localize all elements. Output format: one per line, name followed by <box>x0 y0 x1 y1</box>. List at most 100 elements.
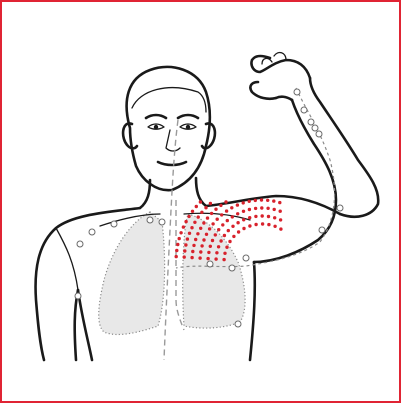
treatment-dot <box>197 215 200 218</box>
acupoint <box>243 255 249 261</box>
treatment-dot <box>186 237 189 240</box>
treatment-dot <box>209 202 212 205</box>
treatment-dot <box>210 212 213 215</box>
acupoint <box>75 293 81 299</box>
mouth <box>158 162 186 165</box>
treatment-dot <box>222 258 225 261</box>
treatment-dot <box>230 206 233 209</box>
treatment-dot <box>206 216 209 219</box>
treatment-dot <box>228 240 231 243</box>
treatment-dot <box>223 252 226 255</box>
treatment-dot <box>225 209 228 212</box>
trachea-line <box>176 200 184 330</box>
treatment-dot <box>260 198 263 201</box>
treatment-dot <box>202 238 205 241</box>
treatment-dot <box>267 215 270 218</box>
treatment-dot <box>206 257 209 260</box>
treatment-dot <box>214 208 217 211</box>
treatment-dot <box>196 232 199 235</box>
left-eyebrow <box>178 115 198 118</box>
treatment-dot <box>231 225 234 228</box>
treatment-dot <box>267 223 270 226</box>
treatment-dot <box>175 255 178 258</box>
treatment-dot <box>207 251 210 254</box>
treatment-dot <box>248 216 251 219</box>
acupoint <box>229 265 235 271</box>
treatment-dot <box>204 206 207 209</box>
treatment-dot <box>179 231 182 234</box>
treatment-dot <box>273 208 276 211</box>
right-arm-inner <box>75 290 78 360</box>
left-arm-inner <box>254 100 336 262</box>
treatment-dot <box>220 213 223 216</box>
treatment-dot <box>279 227 282 230</box>
treatment-dot <box>214 233 217 236</box>
treatment-dot <box>209 245 212 248</box>
acupoint <box>301 107 307 113</box>
right-eyebrow <box>146 115 166 118</box>
treatment-dot <box>211 222 214 225</box>
left-arm-outer <box>310 78 378 217</box>
treatment-dot <box>195 205 198 208</box>
lungs <box>99 212 245 334</box>
treatment-dot <box>193 221 196 224</box>
treatment-dot <box>266 199 269 202</box>
head-outline <box>127 67 210 190</box>
acupoint <box>308 119 314 125</box>
treatment-dot <box>217 245 220 248</box>
left-forearm <box>276 97 292 100</box>
treatment-dot <box>236 212 239 215</box>
treatment-dot <box>191 250 194 253</box>
right-pupil <box>154 125 158 129</box>
left-fingers <box>262 53 286 64</box>
hairline <box>132 88 206 112</box>
treatment-dot <box>242 201 245 204</box>
treatment-dot <box>217 228 220 231</box>
treatment-dot <box>200 211 203 214</box>
acupoint <box>316 131 322 137</box>
treatment-dot <box>273 216 276 219</box>
treatment-dot <box>216 218 219 221</box>
acupoint <box>159 219 165 225</box>
acupoint <box>77 241 83 247</box>
treatment-dot <box>273 225 276 228</box>
treatment-dot <box>231 215 234 218</box>
treatment-dot <box>236 203 239 206</box>
treatment-dot <box>254 199 257 202</box>
treatment-dot <box>214 257 217 260</box>
treatment-dot <box>254 215 257 218</box>
treatment-dot <box>199 200 202 203</box>
treatment-dot <box>200 244 203 247</box>
treatment-dot <box>279 218 282 221</box>
treatment-dot <box>211 239 214 242</box>
treatment-dot <box>254 223 257 226</box>
treatment-dot <box>261 222 264 225</box>
right-deltoid <box>56 228 78 290</box>
treatment-dot <box>227 229 230 232</box>
treatment-dot <box>266 207 269 210</box>
acupoint <box>147 217 153 223</box>
treatment-dot <box>242 227 245 230</box>
acupoint <box>312 125 318 131</box>
acupoint <box>235 321 241 327</box>
treatment-dot <box>248 224 251 227</box>
treatment-dot <box>219 239 222 242</box>
treatment-dot <box>226 219 229 222</box>
acupoint <box>207 261 213 267</box>
treatment-dot <box>248 200 251 203</box>
treatment-dot <box>232 235 235 238</box>
treatment-dot <box>279 210 282 213</box>
torso-left-side <box>250 262 255 360</box>
acupoint <box>319 227 325 233</box>
treatment-dot <box>205 233 208 236</box>
treatment-dot <box>261 214 264 217</box>
treatment-dot <box>202 221 205 224</box>
treatment-dot <box>184 243 187 246</box>
treatment-dot <box>199 227 202 230</box>
treatment-dot <box>221 223 224 226</box>
acupoint <box>294 89 300 95</box>
acupoint <box>111 221 117 227</box>
right-lung <box>99 212 165 334</box>
treatment-dot <box>242 218 245 221</box>
